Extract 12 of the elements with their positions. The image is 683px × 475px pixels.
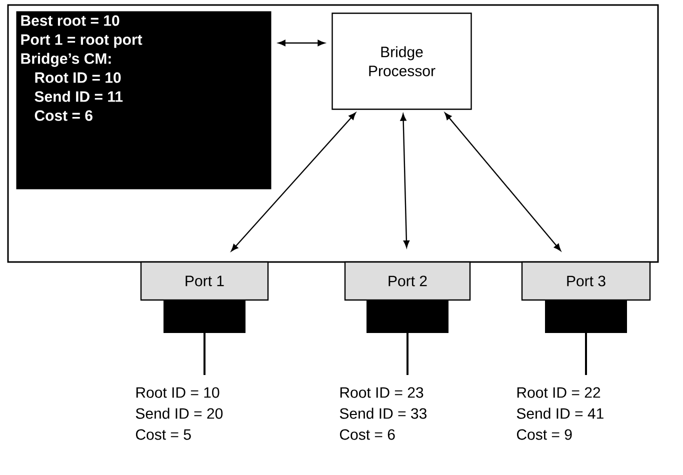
port-box: Port 1 [140,261,269,301]
processor-box: Bridge Processor [332,12,472,110]
port-stats-text: Root ID = 23 Send ID = 33 Cost = 6 [340,387,426,440]
status-box: Best root = 10 Port 1 = root port Bridge’s CM: Root ID = 10 Send ID = 11 Cost = 6 [16,11,272,190]
arrow [231,112,356,252]
port-stats-text: Root ID = 10 Send ID = 20 Cost = 5 [136,387,223,440]
port-stats-text: Root ID = 22 Send ID = 41 Cost = 9 [516,387,604,440]
port-box: Port 2 [344,261,471,301]
port-box: Port 3 [521,261,651,301]
arrow [444,112,561,251]
arrow [278,40,325,46]
arrow [400,114,410,248]
